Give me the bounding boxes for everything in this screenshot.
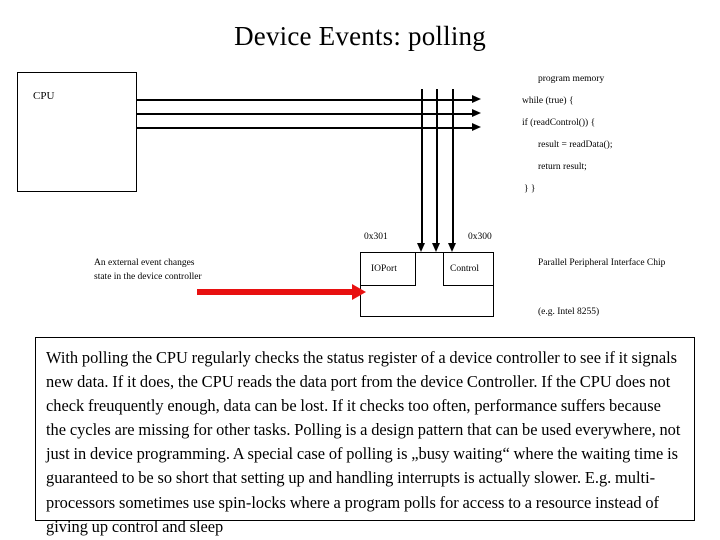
bus-vline-middle [436,89,438,244]
code-line-return: return result; [538,162,587,172]
bus-line-top [137,99,473,101]
cpu-box: CPU [17,72,137,192]
bus-vline-left-arrowhead [417,243,425,252]
bus-vline-right [452,89,454,244]
page-title: Device Events: polling [234,21,486,51]
bus-vline-left [421,89,423,244]
ioport-register-box [360,253,416,286]
description-box: With polling the CPU regularly checks th… [35,337,695,536]
cpu-label: CPU [33,90,55,102]
bus-vline-right-arrowhead [448,243,456,252]
code-line-while: while (true) { [522,96,574,106]
code-line-result: result = readData(); [538,140,613,150]
bus-arrowhead-top [472,95,481,103]
external-event-arrow-shaft [197,289,354,295]
control-register-box [443,253,494,286]
ioport-label: IOPort [371,264,397,274]
bus-arrowhead-middle [472,109,481,117]
bus-line-bottom [137,127,473,129]
description-text: With polling the CPU regularly checks th… [46,348,681,536]
code-line-close-braces: } } [524,184,536,194]
program-memory-listing: program memory while (true) { if (readCo… [520,68,720,200]
ioport-address-label: 0x301 [364,232,388,242]
code-line-if: if (readControl()) { [522,118,596,128]
bus-vline-middle-arrowhead [432,243,440,252]
control-address-label: 0x300 [468,232,492,242]
external-event-note: An external event changes state in the d… [94,258,202,282]
bus-line-middle [137,113,473,115]
chip-example-label: (e.g. Intel 8255) [538,307,600,317]
control-label: Control [450,264,480,274]
program-memory-heading: program memory [538,74,605,84]
external-event-arrow-icon [352,284,366,300]
bus-arrowhead-bottom [472,123,481,131]
chip-caption: Parallel Peripheral Interface Chip [538,258,666,268]
